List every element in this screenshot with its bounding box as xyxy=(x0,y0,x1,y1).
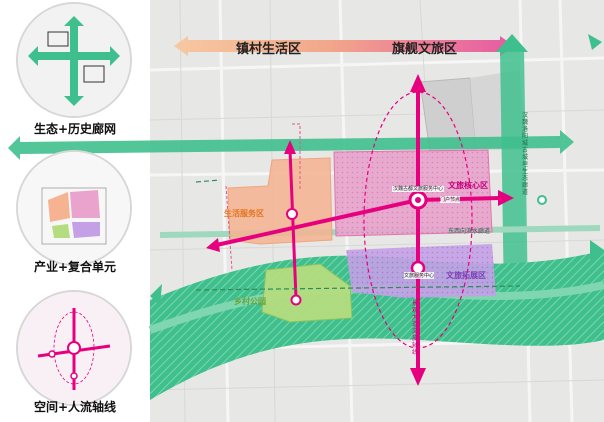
corridor-west-arrow xyxy=(150,284,162,306)
space-axis-icon xyxy=(18,292,130,404)
legend-circle-3 xyxy=(16,290,132,406)
living-node[interactable] xyxy=(286,208,298,220)
core-node-dot xyxy=(415,197,421,203)
vertical-axis-top-arrow xyxy=(410,74,426,92)
core-east-arrow xyxy=(498,190,514,206)
river-corridor-label: 东西向滨水廊道 xyxy=(448,228,491,235)
vertical-axis-label: 景观大道-文旅轴线 xyxy=(412,300,421,356)
legend-label-2: 产业+复合单元 xyxy=(33,260,117,274)
living-axis-line xyxy=(211,198,419,248)
ns-eco-arrow xyxy=(496,34,528,52)
expansion-district-label: 文旅拓展区 xyxy=(446,271,486,280)
eco-corridor-icon xyxy=(18,4,130,116)
core-node-label: 汉魏古都文旅服务中心 xyxy=(392,186,444,192)
corridor-east-arrow xyxy=(590,240,604,262)
gate-node[interactable] xyxy=(537,195,547,205)
zone-banner-right-label: 旗舰文旅区 xyxy=(392,42,458,57)
legend-label-1: 生态+历史廊网 xyxy=(33,122,117,136)
eco-park-label: 乡村公园 xyxy=(234,297,266,306)
park-node[interactable] xyxy=(290,294,302,306)
living-vertical-axis xyxy=(288,149,298,299)
secondary-node-label: 文旅服务中心 xyxy=(404,272,435,279)
living-outline xyxy=(225,123,301,271)
zone-banner xyxy=(174,36,514,56)
greenway-dashed xyxy=(195,285,521,291)
living-vertical-arrow xyxy=(284,140,296,154)
zone-banner-left-label: 镇村生活区 xyxy=(236,42,302,57)
greenway-dashed-2 xyxy=(195,179,221,183)
top-right-arrow xyxy=(588,34,602,50)
ns-corridor-label: 汉魏洛阳城古城垣生态廊道 xyxy=(522,112,529,196)
eco-park-district xyxy=(261,263,353,323)
legend-circle-2 xyxy=(16,150,132,266)
legend-circle-1 xyxy=(16,2,132,118)
industry-unit-icon xyxy=(18,152,130,264)
gate-node-label: 门户节点 xyxy=(440,196,461,203)
core-district-label: 文旅核心区 xyxy=(448,181,488,190)
vertical-axis-bottom-arrow xyxy=(410,368,426,386)
ns-eco-corridor xyxy=(500,50,528,300)
legend-label-3: 空间+人流轴线 xyxy=(33,400,117,414)
living-axis-arrow xyxy=(206,238,220,252)
living-district-label: 生活服务区 xyxy=(224,209,264,218)
